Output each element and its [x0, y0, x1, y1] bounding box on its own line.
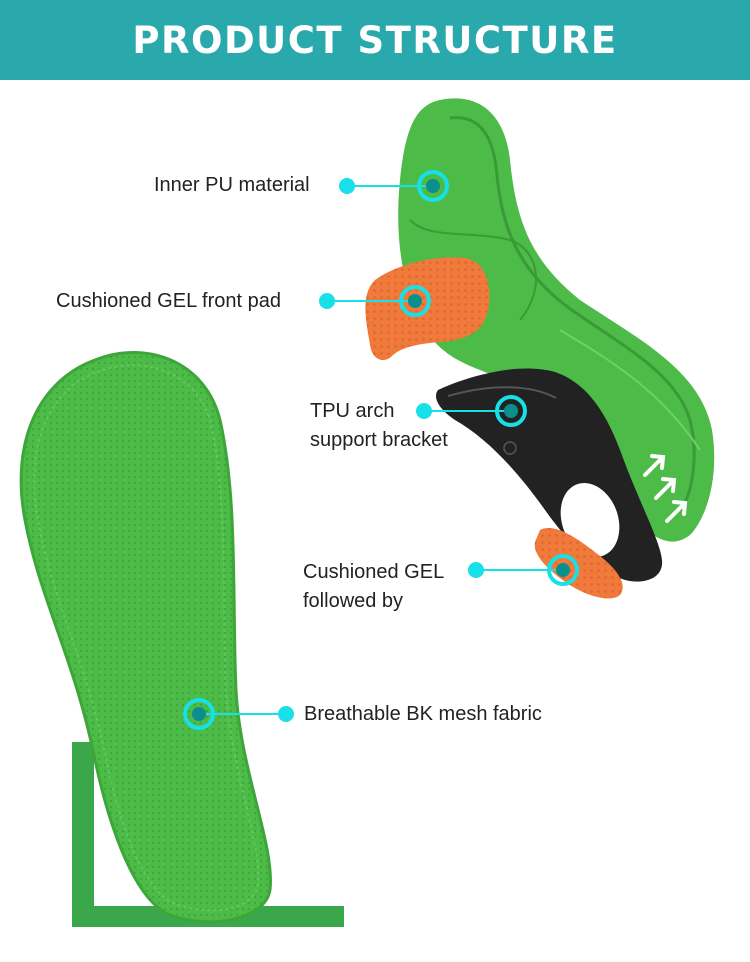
callout-mesh	[183, 698, 294, 730]
callout-gel-front	[319, 285, 431, 317]
header-banner: PRODUCT STRUCTURE	[0, 0, 750, 80]
label-mesh-fabric: Breathable BK mesh fabric	[304, 703, 542, 725]
label-gel-front-pad: Cushioned GEL front pad	[56, 290, 281, 312]
label-tpu-bracket: TPU arch support bracket	[310, 397, 448, 455]
insole-side-view	[398, 98, 715, 542]
label-tpu-line2: support bracket	[310, 429, 448, 451]
label-gel-heel-line1: Cushioned GEL	[303, 561, 445, 583]
flex-arrows	[643, 454, 688, 523]
gel-heel-pad	[534, 528, 623, 599]
callout-inner-pu	[339, 170, 449, 202]
label-tpu-line1: TPU arch	[310, 400, 395, 422]
insole-mesh-view	[19, 351, 272, 924]
page-title: PRODUCT STRUCTURE	[132, 18, 618, 62]
label-gel-heel: Cushioned GEL followed by	[303, 558, 444, 616]
label-gel-heel-line2: followed by	[303, 590, 404, 612]
label-inner-pu: Inner PU material	[154, 174, 310, 196]
callout-tpu	[416, 395, 527, 427]
callout-gel-heel	[468, 554, 579, 586]
